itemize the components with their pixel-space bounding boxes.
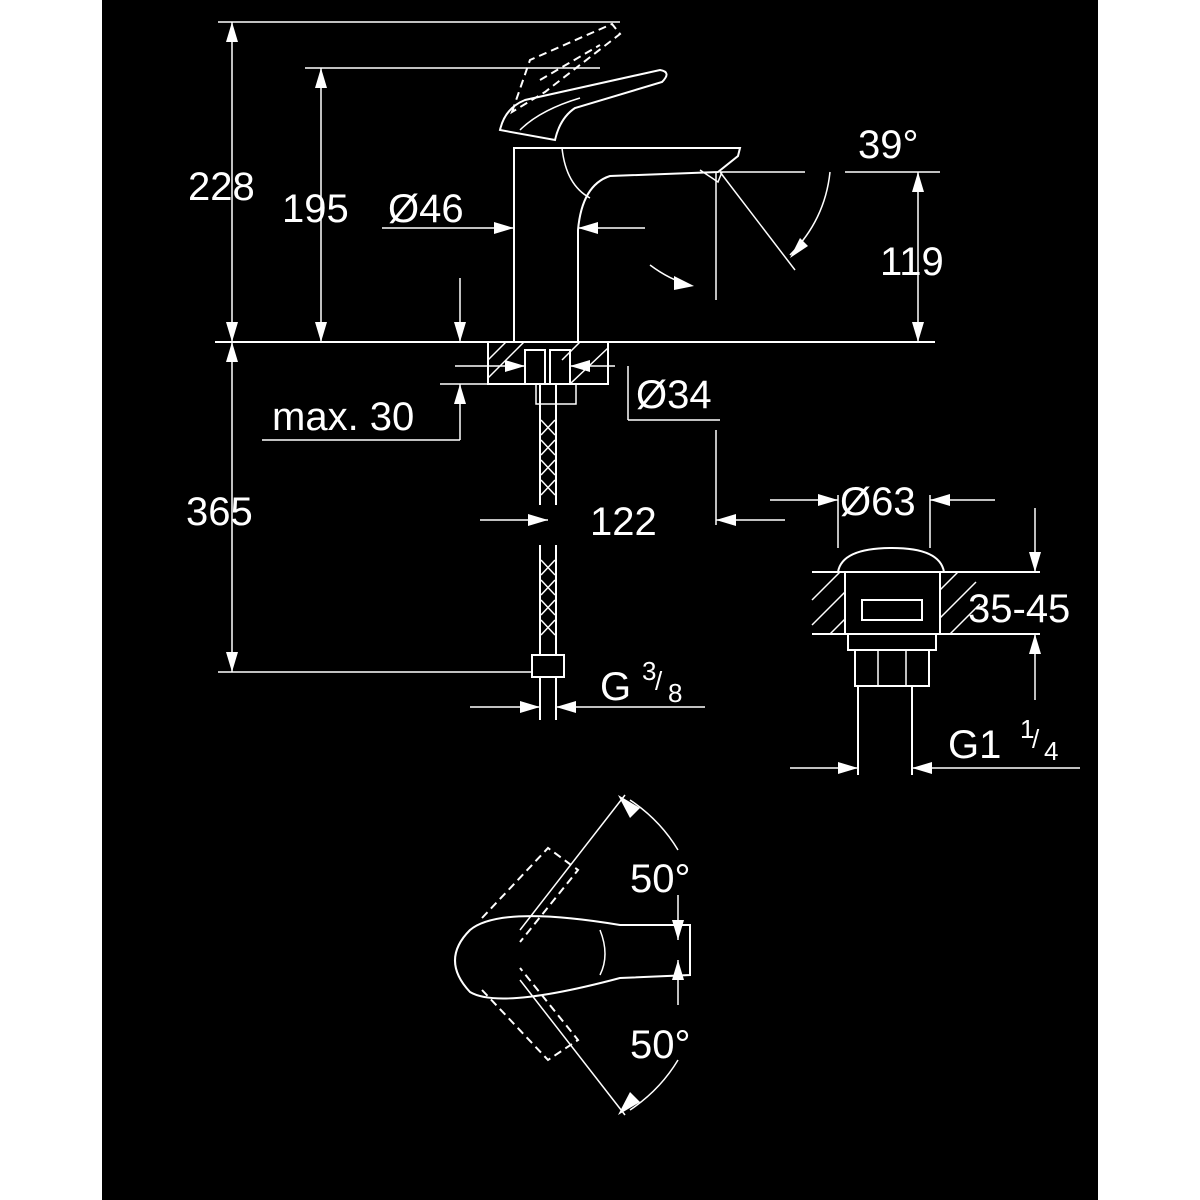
label-hose-length: 365 xyxy=(186,490,253,534)
dimension-spout-reach xyxy=(480,430,785,526)
label-drain-thread-num: 1 xyxy=(1020,714,1034,744)
dimension-spout-angle xyxy=(649,171,940,300)
dimension-hose-thread xyxy=(470,701,705,713)
label-body-diameter: Ø46 xyxy=(388,187,464,231)
label-height-total: 228 xyxy=(188,165,255,209)
label-hose-thread-den: 8 xyxy=(668,678,682,708)
label-drain-thread-slash: / xyxy=(1032,724,1040,754)
label-spout-height: 119 xyxy=(880,240,944,284)
label-lever-angle-down: 50° xyxy=(630,1023,691,1067)
dimension-spout-height xyxy=(912,172,924,342)
dimension-drain-range xyxy=(1029,508,1041,700)
dimension-body-diameter xyxy=(382,222,645,234)
label-hole-diameter: Ø34 xyxy=(636,373,712,417)
label-max-thickness: max. 30 xyxy=(272,395,414,439)
label-hose-thread-main: G xyxy=(600,665,631,709)
label-drain-range: 35-45 xyxy=(968,587,1070,631)
label-hose-thread-slash: / xyxy=(655,666,663,696)
label-hose-thread-num: 3 xyxy=(642,656,656,686)
deck-mounting-section xyxy=(487,341,609,720)
drain-assembly xyxy=(811,546,1040,775)
dimension-hose-length xyxy=(218,342,532,673)
label-spout-angle: 39° xyxy=(858,123,919,167)
label-drain-diameter: Ø63 xyxy=(840,480,916,524)
drawing-canvas: 228 195 Ø46 39° 119 xyxy=(102,0,1098,1200)
label-height-spout: 195 xyxy=(282,187,349,231)
faucet-side-view xyxy=(215,22,935,343)
label-spout-reach: 122 xyxy=(590,500,657,544)
dimension-height-lines xyxy=(218,21,620,342)
label-drain-thread-main: G1 xyxy=(948,723,1001,767)
dimension-drain-thread xyxy=(790,762,1080,774)
lever-top-view xyxy=(454,794,691,1116)
technical-drawing: 228 195 Ø46 39° 119 xyxy=(186,21,1080,1116)
dimension-drain-diameter xyxy=(770,494,995,548)
dimension-max-thickness xyxy=(262,278,488,441)
label-drain-thread-den: 4 xyxy=(1044,736,1058,766)
dimension-hole-diameter xyxy=(455,360,720,421)
label-lever-angle-up: 50° xyxy=(630,857,691,901)
